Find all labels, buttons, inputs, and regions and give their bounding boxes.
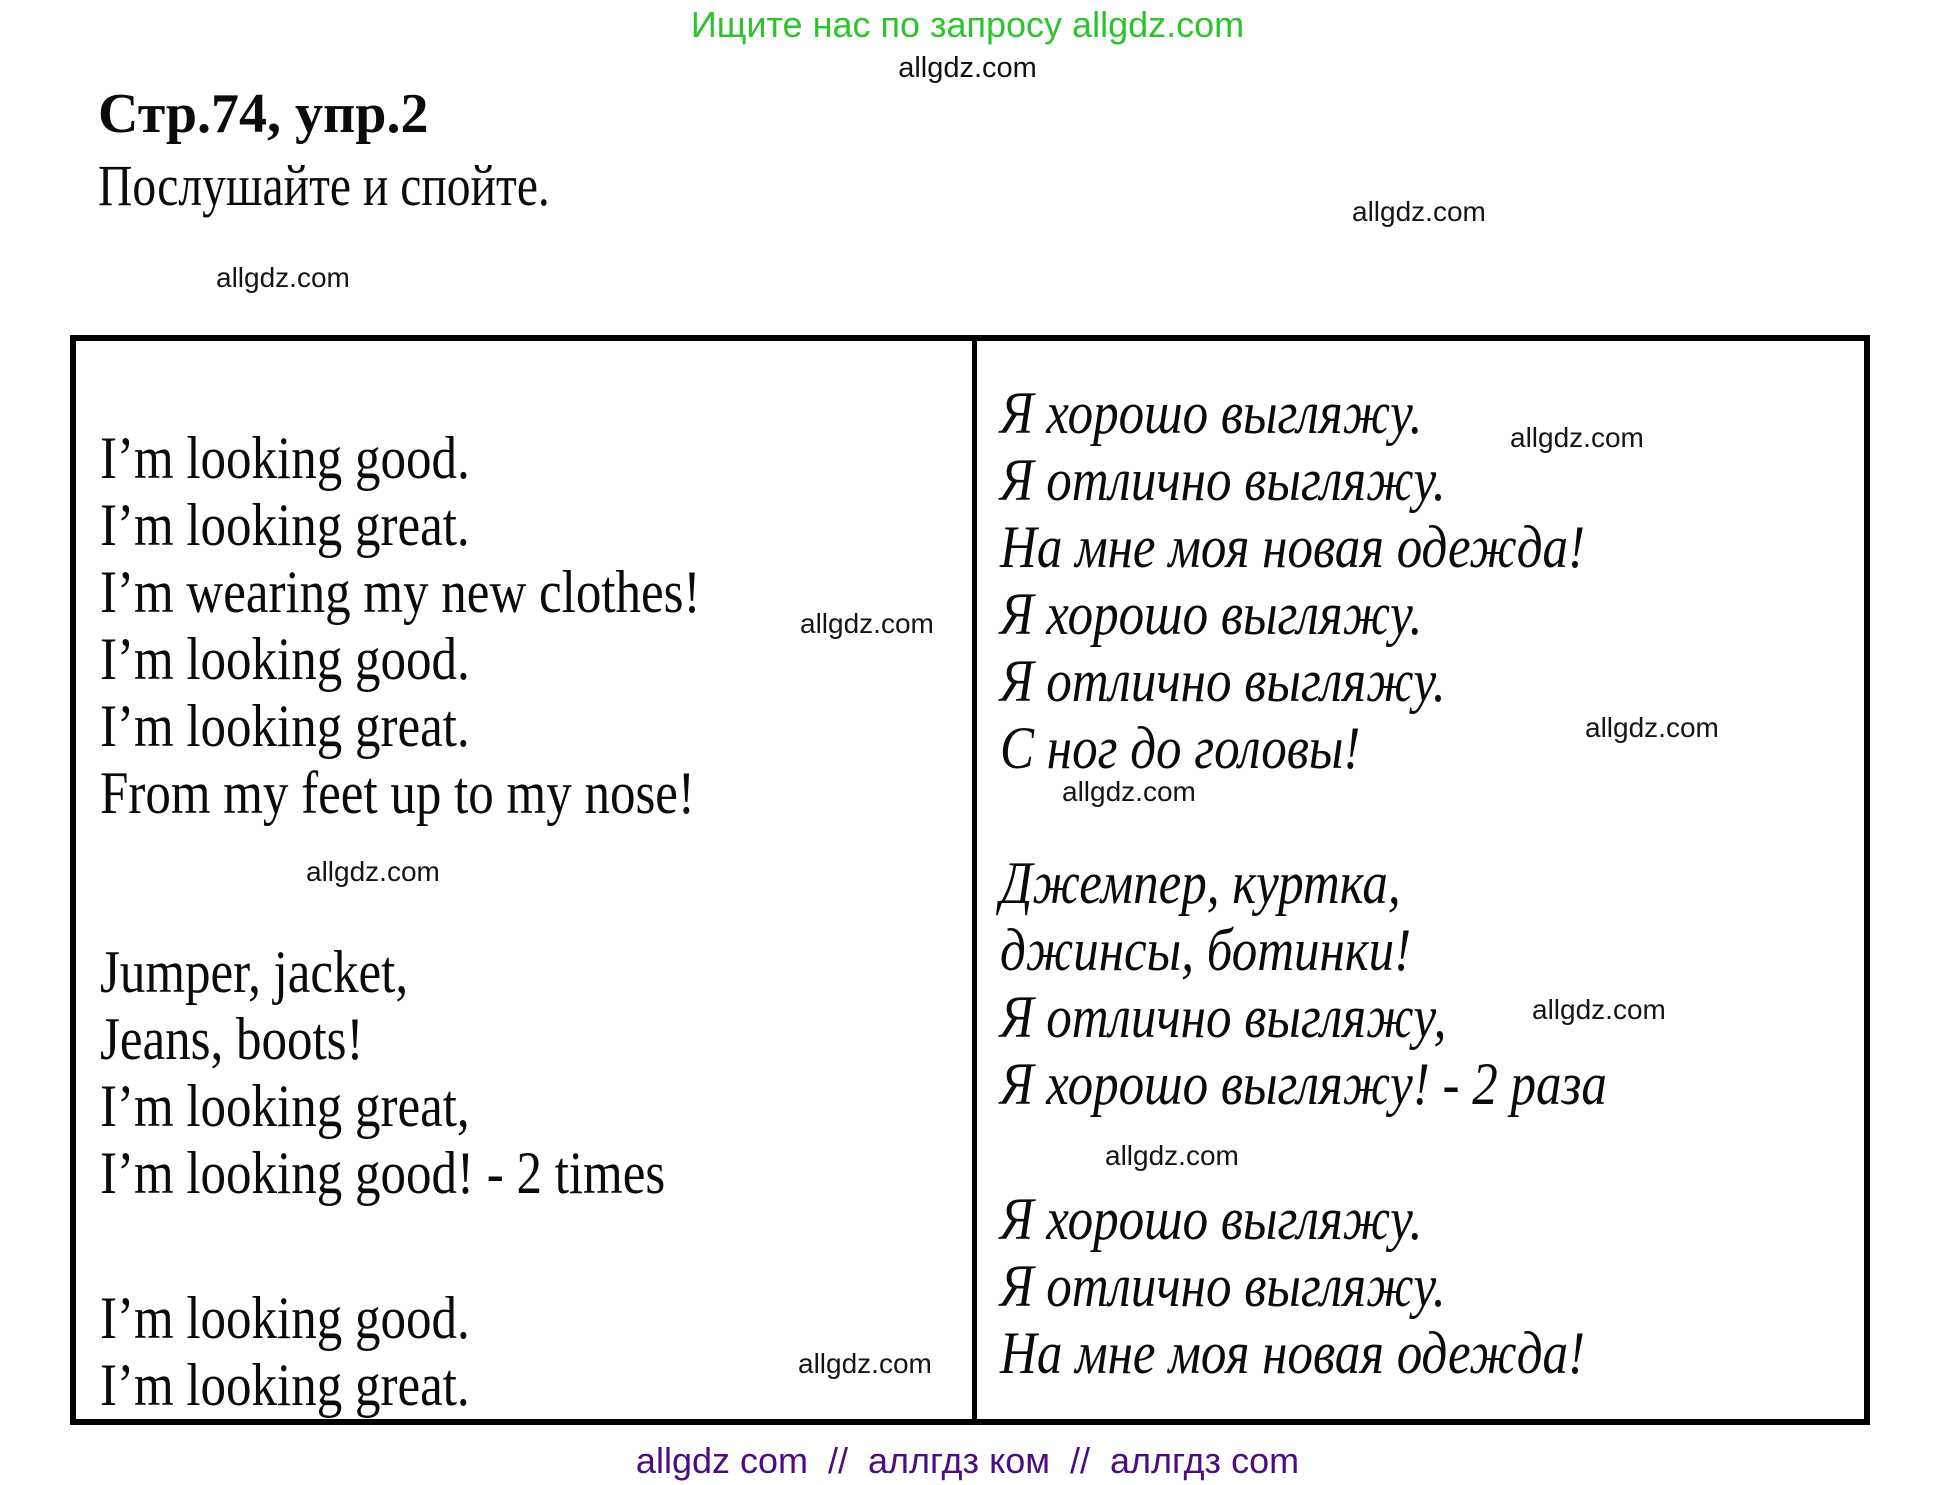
song-line: Я отлично выгляжу. — [1000, 447, 1446, 513]
exercise-title: Стр.74, упр.2 — [98, 83, 429, 145]
search-hint-text: Ищите нас по запросу allgdz.com — [690, 4, 1245, 45]
song-line: I’m looking good. — [100, 425, 470, 491]
allgdz-watermark: allgdz.com — [1105, 1140, 1239, 1171]
song-line: From my feet up to my nose! — [100, 760, 695, 826]
song-line: Я хорошо выгляжу. — [1000, 581, 1423, 647]
stanza-gap — [100, 827, 806, 939]
song-line: Я отлично выгляжу, — [1000, 984, 1447, 1050]
song-line: I’m wearing my new clothes! — [100, 559, 701, 625]
allgdz-watermark: allgdz.com — [798, 1348, 932, 1379]
song-line: Jumper, jacket, — [100, 939, 409, 1005]
allgdz-watermark: allgdz.com — [306, 856, 440, 887]
song-line: I’m looking great. — [100, 693, 470, 759]
allgdz-watermark: allgdz.com — [1532, 994, 1666, 1025]
allgdz-watermark: allgdz.com — [1585, 712, 1719, 743]
allgdz-watermark: allgdz.com — [1062, 776, 1196, 807]
song-line: На мне моя новая одежда! — [1000, 514, 1586, 580]
song-line: I’m looking great, — [100, 1073, 470, 1139]
song-line: Я отлично выгляжу. — [1000, 1253, 1446, 1319]
footer-links: allgdz com // аллгдз ком // аллгдз com — [635, 1440, 1300, 1481]
song-line: I’m looking great. — [100, 1352, 470, 1418]
song-line: На мне моя новая одежда! — [1000, 1320, 1586, 1386]
allgdz-watermark: allgdz.com — [1510, 422, 1644, 453]
song-line: Я отлично выгляжу. — [1000, 648, 1446, 714]
song-line: I’m looking good. — [100, 626, 470, 692]
allgdz-watermark: allgdz.com — [216, 262, 350, 293]
allgdz-watermark: allgdz.com — [800, 608, 934, 639]
song-line: Jeans, boots! — [100, 1006, 364, 1072]
song-line: Я хорошо выгляжу. — [1000, 1186, 1423, 1252]
song-line: I’m looking good. — [100, 1285, 470, 1351]
song-line: джинсы, ботинки! — [1000, 917, 1412, 983]
table-column-english: I’m looking good.I’m looking great.I’m w… — [100, 425, 806, 1419]
song-line: Я хорошо выгляжу! - 2 раза — [1000, 1051, 1607, 1117]
song-line: Джемпер, куртка, — [1000, 850, 1401, 916]
table-column-divider — [972, 341, 977, 1419]
song-translation-table: I’m looking good.I’m looking great.I’m w… — [70, 335, 1870, 1425]
song-line: С ног до головы! — [1000, 715, 1361, 781]
allgdz-watermark: allgdz.com — [898, 52, 1037, 84]
song-line: I’m looking good! - 2 times — [100, 1140, 666, 1206]
song-line: Я хорошо выгляжу. — [1000, 380, 1423, 446]
table-column-russian: Я хорошо выгляжу.Я отлично выгляжу.На мн… — [1000, 380, 1714, 1387]
song-line: I’m looking great. — [100, 492, 470, 558]
exercise-instruction: Послушайте и спойте. — [98, 153, 550, 218]
allgdz-watermark: allgdz.com — [1352, 196, 1486, 227]
stanza-gap — [100, 1207, 806, 1285]
